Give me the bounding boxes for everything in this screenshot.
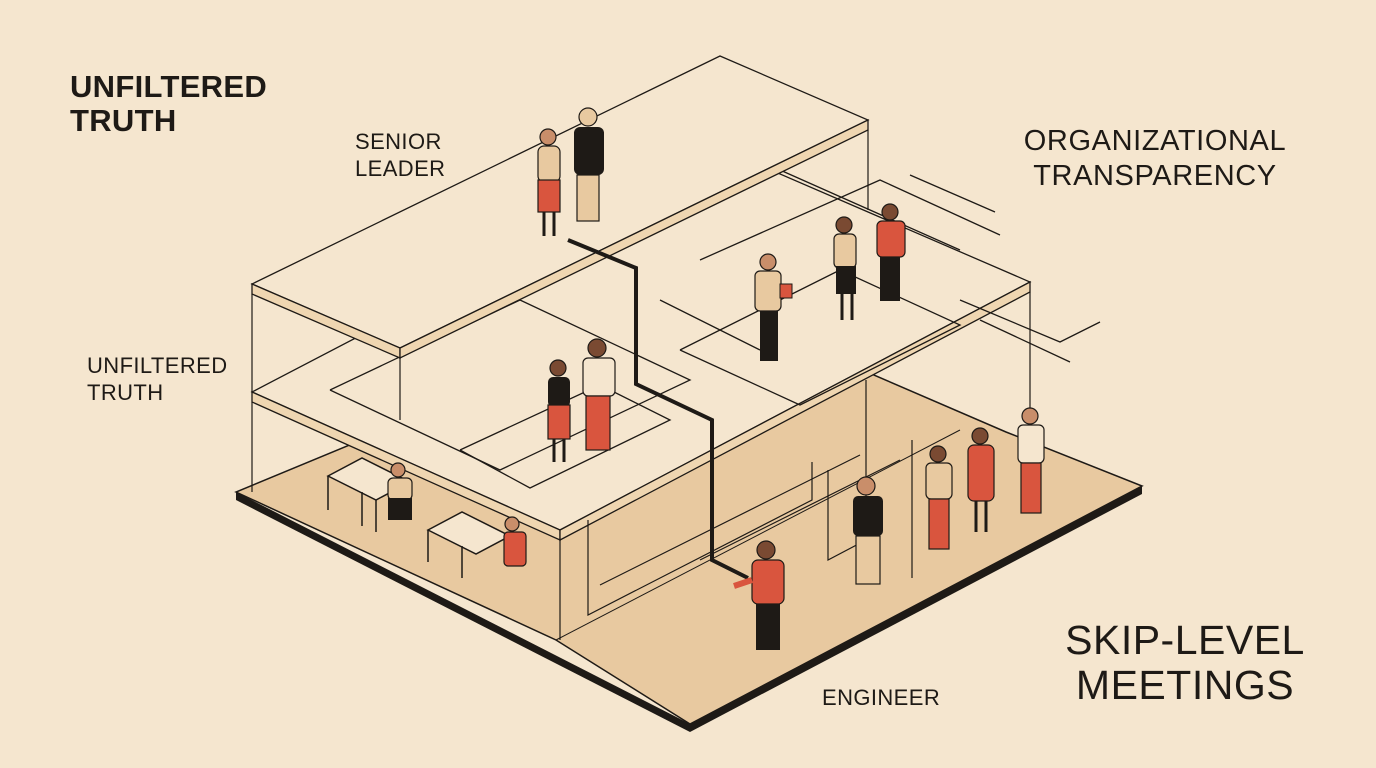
person-mid-4: [547, 359, 571, 462]
skip-level-title: SKIP-LEVEL MEETINGS: [1050, 618, 1320, 708]
skip-level-path: [567, 238, 749, 580]
top-left-title-line2: TRUTH: [70, 103, 177, 138]
person-mid-2: [833, 216, 857, 320]
mid-left-line2: TRUTH: [87, 380, 164, 405]
skip-level-line1: SKIP-LEVEL: [1065, 617, 1305, 663]
structural-lines: [251, 130, 1031, 640]
person-mid-3: [876, 203, 906, 301]
person-senior-leader-man: [574, 107, 604, 222]
person-engineer: [733, 540, 785, 650]
top-left-title-line1: UNFILTERED: [70, 69, 268, 104]
person-mid-1: [754, 253, 793, 361]
person-mid-5: [582, 338, 616, 451]
senior-leader-label: SENIOR LEADER: [355, 128, 445, 182]
organizational-line1: ORGANIZATIONAL: [1023, 125, 1287, 157]
people: [387, 107, 1045, 650]
engineer-label: ENGINEER: [822, 685, 941, 710]
person-senior-leader-woman: [537, 128, 561, 236]
person-ground-3: [925, 445, 953, 550]
senior-leader-line1: SENIOR: [355, 129, 442, 154]
skip-level-line2: MEETINGS: [1075, 662, 1295, 708]
person-ground-4: [967, 427, 995, 532]
person-ground-2: [853, 476, 883, 585]
person-ground-desk-1: [387, 462, 413, 520]
mid-left-label: UNFILTERED TRUTH: [87, 352, 228, 406]
person-ground-desk-2: [503, 516, 527, 567]
top-left-title: UNFILTERED TRUTH: [70, 70, 267, 138]
person-ground-5: [1017, 407, 1045, 514]
organizational-transparency-label: ORGANIZATIONAL TRANSPARENCY: [1010, 124, 1300, 194]
senior-leader-line2: LEADER: [355, 156, 446, 181]
organizational-line2: TRANSPARENCY: [1033, 160, 1277, 192]
mid-left-line1: UNFILTERED: [87, 353, 228, 378]
